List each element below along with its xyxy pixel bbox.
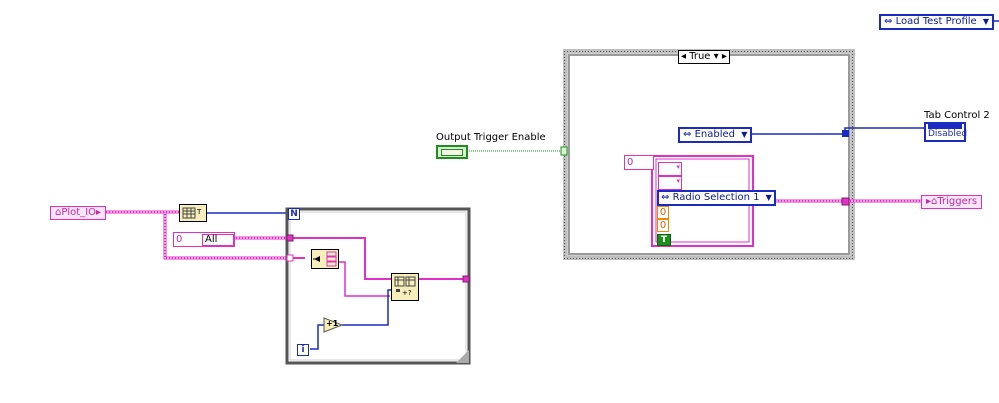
enabled-ring-constant[interactable]: ⇔ Enabled ▼ — [678, 127, 753, 143]
loop-input-tunnel-1 — [286, 234, 294, 242]
index-array-node-icon[interactable]: +? — [391, 273, 419, 301]
wire-plot-io-branch — [163, 212, 291, 260]
chevron-down-icon[interactable]: ▾ — [713, 51, 719, 62]
radio-selection-enum[interactable]: ⇔ Radio Selection 1 ▼ — [657, 190, 776, 206]
case-next-icon[interactable]: ▸ — [721, 51, 727, 62]
index-constant[interactable]: 0 All — [173, 232, 235, 247]
triggers-indicator[interactable]: ▸⌂Triggers — [921, 195, 983, 209]
cluster-index-constant[interactable]: 0 — [624, 155, 654, 170]
cluster-numeric-2[interactable]: 0 — [657, 219, 669, 232]
loop-output-tunnel — [462, 275, 470, 283]
output-trigger-enable-label: Output Trigger Enable — [436, 132, 546, 143]
index-constant-value: 0 — [176, 234, 183, 245]
iteration-terminal[interactable]: i — [297, 344, 309, 356]
boolean-glyph-icon — [441, 149, 463, 156]
svg-text:+?: +? — [402, 289, 412, 297]
loop-count-terminal[interactable]: N — [288, 208, 300, 220]
radio-selection-value: Radio Selection 1 — [672, 192, 760, 203]
enum-icon: ⇔ — [884, 16, 893, 27]
cluster-index-value: 0 — [627, 157, 634, 168]
dropdown-arrow-icon: ▼ — [741, 130, 748, 139]
case-selector-value: True — [689, 51, 711, 62]
load-test-profile-label: Load Test Profile — [895, 16, 977, 27]
for-loop-frame — [285, 207, 471, 365]
enum-icon: ⇔ — [661, 192, 670, 203]
tab-control-2-terminal[interactable]: Disabled — [924, 122, 968, 142]
cluster-ring-2[interactable]: ▾ — [658, 176, 682, 190]
case-selector-terminal — [560, 146, 568, 156]
cluster-ring-1[interactable]: ▾ — [658, 162, 682, 176]
grid-icon: T — [182, 207, 202, 219]
all-box: All — [202, 234, 234, 246]
chevron-down-icon: ▾ — [676, 177, 680, 185]
loop-input-tunnel-2 — [286, 254, 294, 262]
unbundle-icon — [313, 251, 337, 267]
unbundle-node-icon[interactable] — [311, 249, 339, 269]
array-size-node-icon[interactable]: T — [179, 204, 207, 222]
case-tunnel-enabled — [842, 130, 849, 137]
plot-io-label: Plot_IO — [61, 207, 97, 218]
output-trigger-enable-terminal[interactable] — [436, 145, 468, 159]
wire-loop-inner-pink — [293, 237, 466, 297]
array-grid-icon: +? — [394, 276, 416, 297]
cluster-control-icon: ⌂ — [55, 207, 62, 218]
increment-label: +1 — [326, 319, 339, 328]
load-test-profile-enum[interactable]: ⇔ Load Test Profile ▼ — [879, 14, 995, 30]
all-label: All — [205, 234, 218, 245]
case-tunnel-cluster — [841, 197, 850, 206]
enum-icon: ⇔ — [683, 129, 692, 140]
output-arrow-icon: ▸ — [96, 207, 102, 218]
chevron-down-icon: ▾ — [676, 163, 680, 171]
case-prev-icon[interactable]: ◂ — [681, 51, 687, 62]
plot-io-control[interactable]: ⌂Plot_IO▸ — [50, 206, 107, 220]
tab-control-2-label: Tab Control 2 — [924, 110, 990, 121]
cluster-numeric-1[interactable]: 0 — [657, 206, 669, 219]
cluster-boolean-value: T — [660, 235, 668, 245]
wire-loop-inner-blue — [310, 289, 392, 350]
tab-control-icon — [928, 124, 962, 129]
dropdown-arrow-icon: ▼ — [982, 17, 990, 26]
cluster-indicator-icon: ▸⌂ — [926, 196, 938, 207]
cluster-boolean-constant[interactable]: T — [657, 234, 671, 246]
tab-control-2-value: Disabled — [928, 129, 968, 139]
case-structure-frame — [563, 49, 855, 260]
dropdown-arrow-icon: ▼ — [765, 193, 772, 202]
enabled-ring-value: Enabled — [694, 129, 735, 140]
increment-node — [323, 317, 344, 333]
svg-text:T: T — [196, 208, 202, 216]
triggers-label: Triggers — [937, 196, 978, 207]
case-selector[interactable]: ◂ True ▾ ▸ — [678, 50, 730, 64]
